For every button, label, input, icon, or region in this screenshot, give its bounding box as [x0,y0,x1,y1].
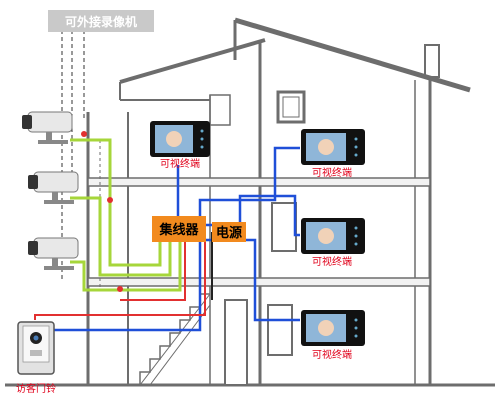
banner-text: 可外接录像机 [65,14,137,29]
door-station-label: 访客门铃 [16,382,56,395]
roof-lower [119,38,266,84]
recorder-dashed-lines [61,30,85,280]
floor-3 [87,177,431,187]
hub: 集线器 [152,216,206,242]
attic-window [209,94,231,126]
video-monitor-icon [301,310,365,346]
cctv-camera-icon [28,171,79,204]
wire-cam3 [70,240,182,292]
wires-green [70,138,182,292]
chimney [424,44,440,78]
recorder-banner: 可外接录像机 [48,10,154,32]
monitor-label-4: 可视终端 [312,348,352,361]
door-station-icon [17,321,55,375]
monitor-label-3: 可视终端 [312,255,352,268]
wire-power-red [120,240,186,301]
wire-cam2 [70,196,172,277]
wires-red-black [34,131,213,320]
wire-door-red [34,240,206,320]
cctv-camera-icon [28,237,79,270]
video-monitor-icon [301,218,365,254]
wire-mon2 [198,146,300,218]
door [224,299,248,386]
power-supply: 电源 [212,222,246,242]
monitor-label-2: 可视终端 [312,166,352,179]
stairs [139,293,210,385]
wire-door [40,240,202,332]
video-monitor-icon [301,129,365,165]
floor-2 [87,277,431,287]
power-box [212,222,246,242]
junction-3 [117,286,123,292]
monitor-label-1: 可视终端 [160,157,200,170]
roof-upper [234,17,471,93]
video-monitor-icon [150,121,210,157]
junction-2 [107,197,113,203]
power-label: 电源 [216,225,242,241]
window-top-pane [282,96,300,118]
wire-cam1 [70,138,162,267]
banner-bg [48,10,154,32]
stair-rail [139,293,211,386]
hub-label: 集线器 [158,222,199,238]
junction-1 [81,131,87,137]
window-low [267,304,293,356]
window-mid [271,202,297,252]
cctv-camera-icon [22,111,73,144]
hub-box [152,216,206,242]
